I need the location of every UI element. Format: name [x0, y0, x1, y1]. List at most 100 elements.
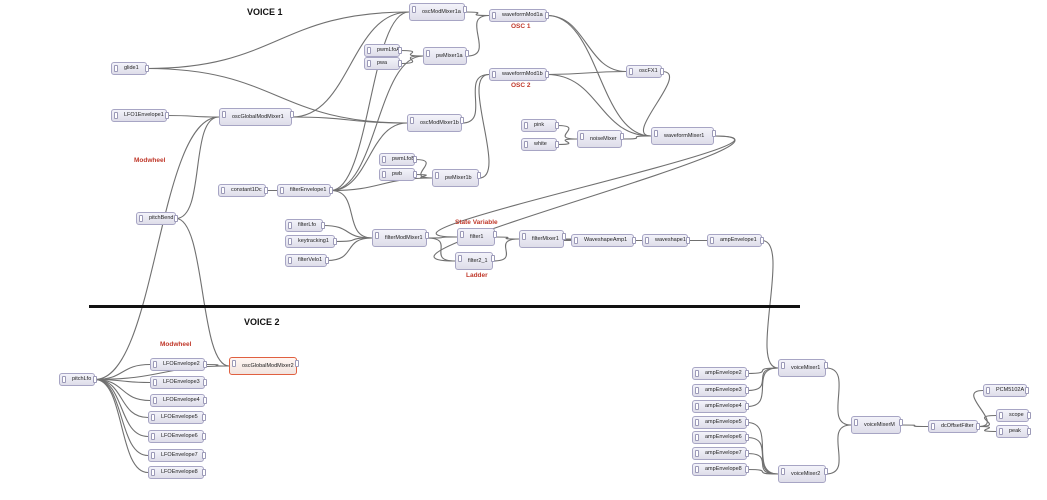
node-ampEnvelope7[interactable]: ampEnvelope7 [692, 447, 749, 460]
node-label: peak [1009, 428, 1021, 434]
node-WaveshapeAmp1[interactable]: WaveshapeAmp1 [571, 234, 636, 247]
node-LFOEnvelope2[interactable]: LFOEnvelope2 [150, 358, 207, 371]
node-label: LFOEnvelope7 [161, 452, 198, 458]
node-voiceMixerM[interactable]: voiceMixerM [851, 416, 903, 434]
node-label: ampEnvelope4 [705, 403, 742, 409]
node-LFO1Envelope1[interactable]: LFO1Envelope1 [111, 109, 169, 122]
node-pwMixer1b[interactable]: pwMixer1b [432, 169, 481, 187]
node-filterModMixer1[interactable]: filterModMixer1 [372, 229, 429, 247]
node-glide1[interactable]: glide1 [111, 62, 149, 75]
wire-filterVelo1-to-filterModMixer1 [326, 237, 373, 262]
node-ampEnvelope3[interactable]: ampEnvelope3 [692, 384, 749, 397]
node-label: waveformMixer1 [664, 133, 705, 139]
node-label: oscGlobalModMixer1 [232, 114, 284, 120]
node-label: ampEnvelope7 [705, 450, 742, 456]
node-label: oscModMixer1b [420, 120, 459, 126]
wire-waveformMixer1-to-filter1 [435, 135, 736, 238]
node-dcOffsetFilter[interactable]: dcOffsetFilter [928, 420, 980, 433]
node-label: oscModMixer1a [422, 9, 461, 15]
node-ampEnvelope8[interactable]: ampEnvelope8 [692, 463, 749, 476]
node-label: LFOEnvelope6 [161, 433, 198, 439]
node-label: pwb [392, 171, 403, 177]
node-waveformMod1a[interactable]: waveformMod1a [489, 9, 549, 22]
node-pwmLfoA[interactable]: pwmLfoA [364, 44, 402, 57]
node-filter1[interactable]: filter1 [457, 228, 497, 246]
wire-white-to-noiseMixer [556, 138, 578, 146]
wire-pwMixer1b-to-waveformMod1b [478, 73, 490, 179]
node-label: keytracking1 [298, 238, 329, 244]
wire-dcOffsetFilter-to-scope [977, 414, 997, 428]
wire-filterEnvelope1-to-pwMixer1b [330, 177, 433, 192]
node-ampEnvelope1[interactable]: ampEnvelope1 [707, 234, 764, 247]
node-oscGlobalModMixer1[interactable]: oscGlobalModMixer1 [219, 108, 294, 126]
node-white[interactable]: white [521, 138, 559, 151]
node-label: filter2_1 [468, 258, 488, 264]
node-pitchBend[interactable]: pitchBend [136, 212, 178, 225]
node-LFOEnvelope5[interactable]: LFOEnvelope5 [148, 411, 206, 424]
osc2-label: OSC 2 [511, 82, 531, 89]
node-waveshape1[interactable]: waveshape1 [642, 234, 690, 247]
node-filterVelo1[interactable]: filterVelo1 [285, 254, 329, 267]
node-label: filter1 [470, 234, 484, 240]
node-label: ampEnvelope6 [705, 434, 742, 440]
node-peak[interactable]: peak [996, 425, 1031, 438]
node-LFOEnvelope6[interactable]: LFOEnvelope6 [148, 430, 206, 443]
node-voiceMixer1[interactable]: voiceMixer1 [778, 359, 828, 377]
node-LFOEnvelope7[interactable]: LFOEnvelope7 [148, 449, 206, 462]
wire-ampEnvelope1-to-voiceMixer1 [761, 239, 779, 369]
node-waveformMod1b[interactable]: waveformMod1b [489, 68, 549, 81]
node-ampEnvelope5[interactable]: ampEnvelope5 [692, 416, 749, 429]
wire-waveformMod1b-to-oscFX1 [546, 70, 627, 76]
node-label: pwmLfoB [392, 156, 415, 162]
node-ampEnvelope6[interactable]: ampEnvelope6 [692, 431, 749, 444]
node-ampEnvelope4[interactable]: ampEnvelope4 [692, 400, 749, 413]
node-filterEnvelope1[interactable]: filterEnvelope1 [277, 184, 333, 197]
node-label: waveformMod1a [502, 12, 543, 18]
node-pwMixer1a[interactable]: pwMixer1a [423, 47, 469, 65]
node-LFOEnvelope4[interactable]: LFOEnvelope4 [150, 394, 207, 407]
node-filterMixer1[interactable]: filterMixer1 [519, 230, 566, 248]
wire-filterEnvelope1-to-filterModMixer1 [330, 189, 373, 239]
node-constant1Dc[interactable]: constant1Dc [218, 184, 268, 197]
node-voiceMixer2[interactable]: voiceMixer2 [778, 465, 828, 483]
node-waveformMixer1[interactable]: waveformMixer1 [651, 127, 716, 145]
modwheel-label-voice1: Modwheel [134, 157, 166, 164]
state-variable-label: State Variable [455, 219, 498, 226]
node-pwmLfoB[interactable]: pwmLfoB [379, 153, 417, 166]
node-noiseMixer[interactable]: noiseMixer [577, 130, 624, 148]
wire-waveformMod1a-to-waveformMixer1 [546, 14, 652, 137]
wire-pitchLfo-to-oscGlobalModMixer2 [94, 365, 230, 381]
voice1-heading: VOICE 1 [247, 7, 283, 17]
node-PCM5102A[interactable]: PCM5102A [983, 384, 1029, 397]
node-label: LFOEnvelope2 [163, 361, 200, 367]
node-label: pwMixer1b [445, 175, 472, 181]
wire-pitchLfo-to-oscGlobalModMixer1 [94, 116, 220, 381]
node-pwb[interactable]: pwb [379, 168, 417, 181]
node-keytracking1[interactable]: keytracking1 [285, 235, 337, 248]
wire-voiceMixer2-to-voiceMixerM [825, 424, 852, 475]
node-LFOEnvelope3[interactable]: LFOEnvelope3 [150, 376, 207, 389]
node-pwa[interactable]: pwa [364, 57, 402, 70]
wire-oscModMixer1b-to-waveformMod1b [461, 73, 490, 124]
node-pink[interactable]: pink [521, 119, 559, 132]
node-filter2_1[interactable]: filter2_1 [455, 252, 495, 270]
node-oscFX1[interactable]: oscFX1 [626, 65, 664, 78]
wire-LFOEnvelope2-to-oscGlobalModMixer2 [204, 363, 230, 367]
node-pitchLfo[interactable]: pitchLfo [59, 373, 97, 386]
wire-ampEnvelope4-to-voiceMixer1 [746, 367, 779, 408]
wire-pitchLfo-to-LFOEnvelope8 [94, 378, 149, 474]
node-LFOEnvelope8[interactable]: LFOEnvelope8 [148, 466, 206, 479]
node-oscModMixer1b[interactable]: oscModMixer1b [407, 114, 464, 132]
node-label: filterVelo1 [298, 257, 323, 263]
ladder-label: Ladder [466, 272, 488, 279]
wire-voiceMixerM-to-dcOffsetFilter [900, 424, 929, 428]
node-label: pink [534, 122, 545, 128]
node-oscModMixer1a[interactable]: oscModMixer1a [409, 3, 467, 21]
node-label: pwa [377, 60, 388, 66]
wire-oscModMixer1a-to-waveformMod1a [464, 11, 490, 17]
node-oscGlobalModMixer2[interactable]: oscGlobalModMixer2 [229, 357, 299, 375]
node-filterLfo[interactable]: filterLfo [285, 219, 325, 232]
node-scope[interactable]: scope [996, 409, 1031, 422]
node-label: glide1 [124, 65, 139, 71]
node-ampEnvelope2[interactable]: ampEnvelope2 [692, 367, 749, 380]
